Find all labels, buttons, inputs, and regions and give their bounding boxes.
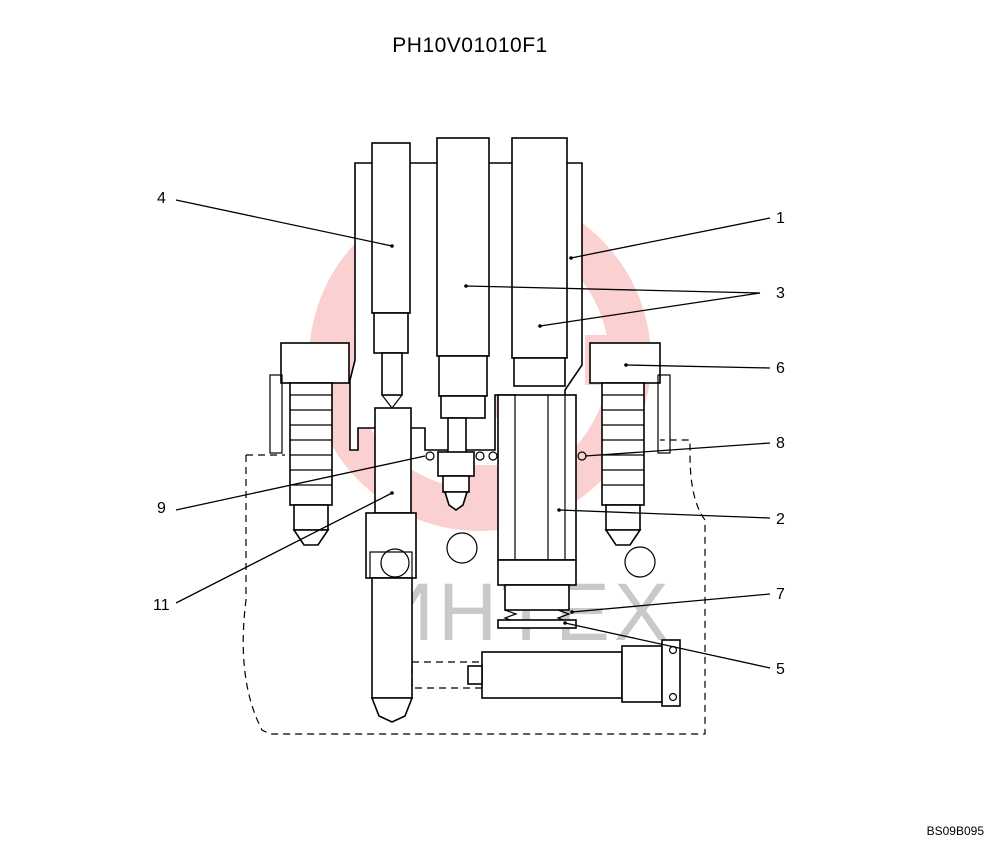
spool-part-3a [436,137,490,455]
diagram-title: PH10V01010F1 [392,34,548,57]
callout-8: 8 [776,435,785,452]
callout-2: 2 [776,511,785,528]
callout-11: 11 [153,597,170,614]
bolt-left [280,342,350,546]
callout-9: 9 [157,500,166,517]
port-hole [446,532,478,564]
callout-4: 4 [157,190,166,207]
callout-6: 6 [776,360,785,377]
poppet-part-9 [425,451,498,511]
bolt-part-6 [589,342,661,546]
callout-3: 3 [776,285,785,302]
leader-lines [175,199,771,669]
callout-1: 1 [776,210,785,227]
bracket-left [269,374,283,454]
horizontal-plug [411,639,681,707]
spool-part-3b [511,137,568,387]
valve-body-outline [242,439,706,735]
port-hole [380,548,410,578]
drawing-code: BS09B095 [926,824,984,838]
callout-5: 5 [776,661,785,678]
port-hole [624,546,656,578]
callout-7: 7 [776,586,785,603]
plate-part-5 [497,619,577,629]
bracket-right [657,374,671,454]
sleeve-part-2 [497,394,587,561]
spring-part-7 [497,559,577,623]
spool-part-4 [365,142,417,723]
